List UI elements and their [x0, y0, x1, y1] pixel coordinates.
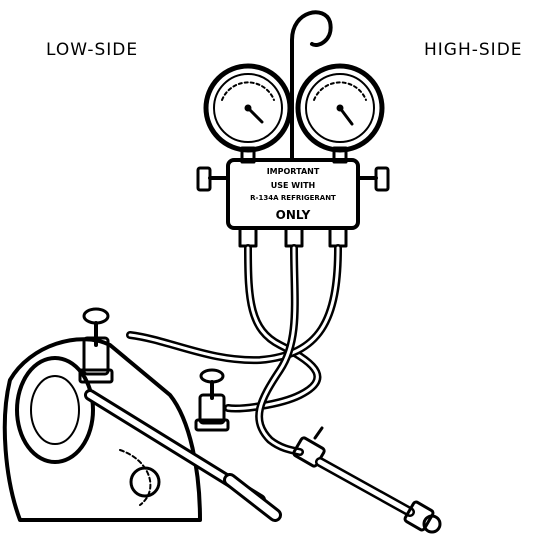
- service-valve: [292, 426, 442, 534]
- high-side-gauge: [295, 63, 385, 164]
- manifold-body: IMPORTANT USE WITH R-134A REFRIGERANT ON…: [196, 158, 390, 248]
- manifold-line-4: ONLY: [276, 208, 311, 222]
- compressor: [2, 337, 282, 522]
- low-side-label: LOW-SIDE: [46, 40, 139, 60]
- manifold-line-1: IMPORTANT: [267, 167, 320, 176]
- low-side-gauge: [203, 63, 293, 164]
- high-side-label: HIGH-SIDE: [424, 40, 523, 60]
- manifold-line-3: R-134A REFRIGERANT: [250, 194, 336, 202]
- low-side-coupler: [78, 307, 114, 384]
- manifold-line-2: USE WITH: [271, 181, 315, 190]
- hanger-hook: [290, 10, 333, 162]
- high-side-coupler: [194, 368, 230, 432]
